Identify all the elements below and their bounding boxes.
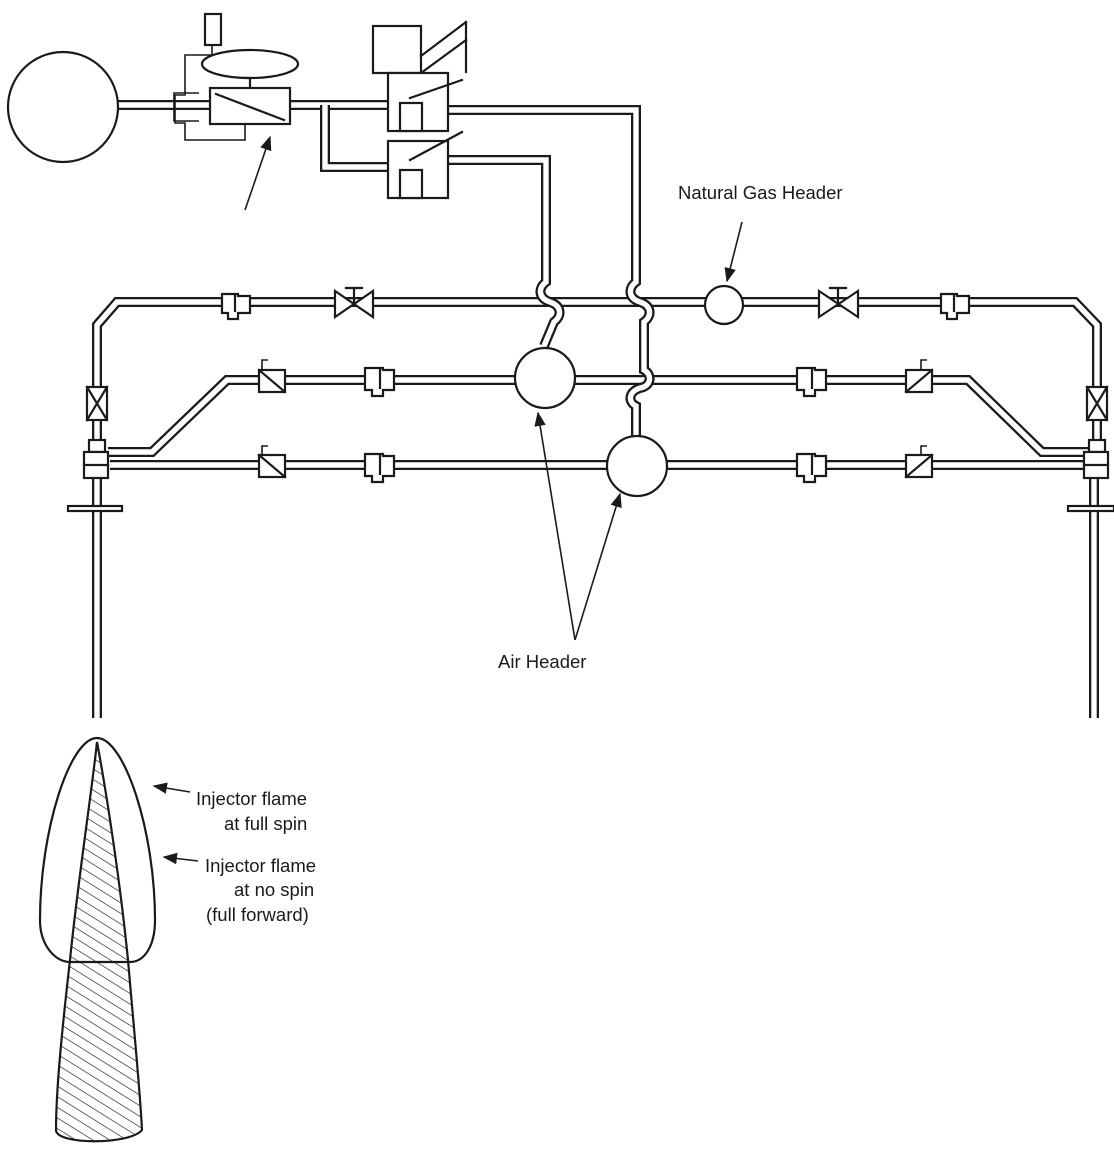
gas-flow-meter-right	[939, 292, 971, 321]
pressure-gauge-circle	[6, 50, 120, 164]
injector-manifold-right	[1066, 438, 1114, 513]
svg-text:(full forward): (full forward)	[206, 904, 309, 925]
svg-text:Injector flame: Injector flame	[205, 855, 316, 876]
svg-text:at full spin: at full spin	[224, 813, 307, 834]
solenoid-valve-stack	[371, 20, 468, 200]
gas-flow-meter-left	[220, 292, 252, 321]
air-damper-lower-left	[257, 445, 287, 479]
air-meter-lower-right	[795, 452, 828, 484]
flame-full-spin	[38, 736, 157, 964]
air-damper-lower-right	[904, 445, 934, 479]
svg-text:Injector flame: Injector flame	[196, 788, 307, 809]
gas-valve-left	[333, 286, 375, 320]
callout-arrows	[152, 135, 743, 865]
svg-text:at no spin: at no spin	[234, 879, 314, 900]
air-meter-upper-right	[795, 366, 828, 398]
air-header-upper-circle	[513, 346, 577, 410]
gas-header-circle	[703, 284, 745, 326]
air-meter-lower-left	[363, 452, 396, 484]
air-meter-upper-left	[363, 366, 396, 398]
inline-elements	[66, 286, 1114, 513]
side-valve-left	[85, 385, 109, 422]
air-damper-upper-left	[257, 359, 287, 394]
air-damper-upper-right	[904, 359, 934, 394]
side-valve-right	[1085, 385, 1109, 422]
gas-valve-right	[817, 286, 860, 320]
injector-manifold-left	[66, 438, 124, 513]
control-actuator	[173, 12, 300, 141]
flame-no-spin	[54, 741, 144, 1143]
injector-no-spin-label: Injector flame at no spin (full forward)	[205, 855, 316, 925]
air-header-lower-circle	[605, 434, 669, 498]
injector-full-spin-label: Injector flame at full spin	[196, 788, 307, 834]
pipework	[92, 100, 1102, 718]
natural-gas-header-label: Natural Gas Header	[678, 182, 843, 203]
air-header-label: Air Header	[498, 651, 586, 672]
